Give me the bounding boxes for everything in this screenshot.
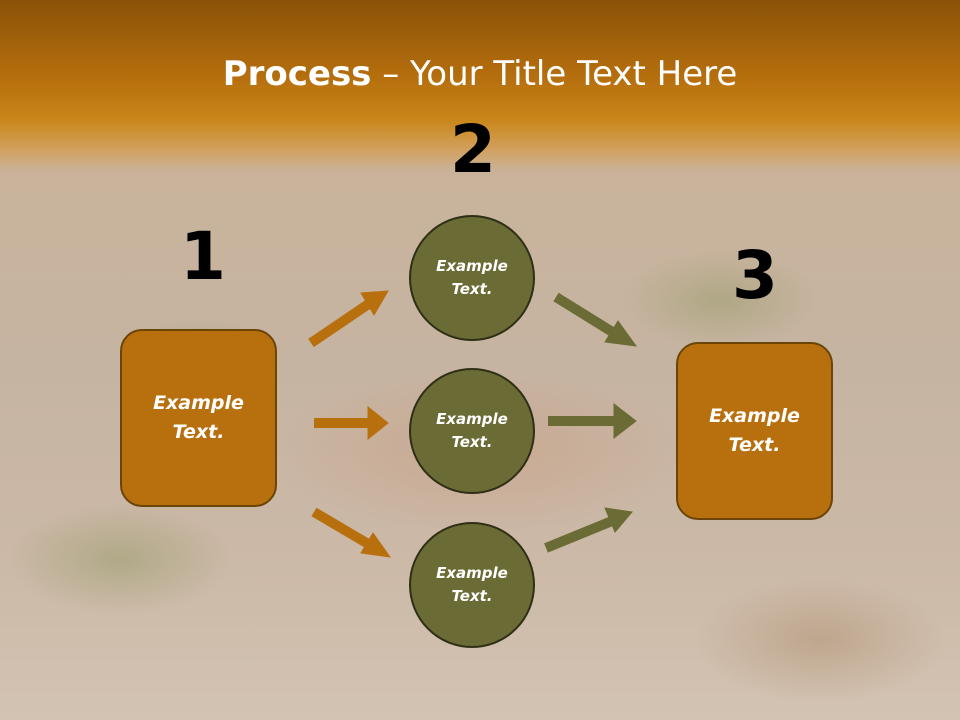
step-number-3: 3 — [732, 237, 778, 314]
step-1-box: Example Text. — [120, 329, 277, 507]
slide-title: Process – Your Title Text Here — [0, 52, 960, 96]
arrow-icon — [553, 292, 638, 347]
step-2-circle-2-text: Example Text. — [436, 410, 508, 451]
arrow-icon — [548, 402, 637, 440]
step-3-text: Example Text. — [709, 405, 800, 456]
step-2-circle-3: Example Text. — [409, 522, 535, 648]
step-1-text: Example Text. — [153, 392, 244, 443]
header-band — [0, 0, 960, 170]
title-bold: Process — [222, 54, 372, 94]
arrow-icon — [311, 507, 392, 558]
step-number-1: 1 — [180, 218, 226, 295]
arrow-icon — [308, 290, 389, 348]
arrow-icon — [544, 507, 633, 553]
step-2-circle-2: Example Text. — [409, 368, 535, 494]
step-number-2: 2 — [450, 111, 496, 188]
step-2-circle-3-text: Example Text. — [436, 564, 508, 605]
arrow-icon — [314, 405, 389, 441]
step-2-circle-1: Example Text. — [409, 215, 535, 341]
step-2-circle-1-text: Example Text. — [436, 257, 508, 298]
step-3-box: Example Text. — [676, 342, 833, 520]
title-rest: – Your Title Text Here — [371, 54, 738, 94]
